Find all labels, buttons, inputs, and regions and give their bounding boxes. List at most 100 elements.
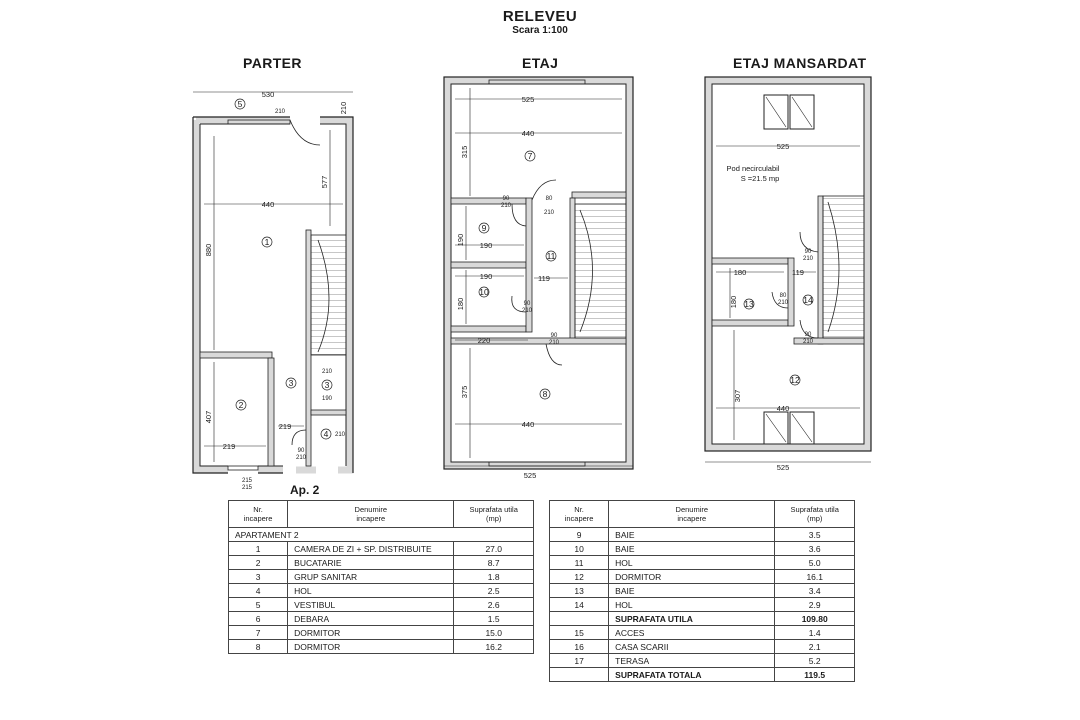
apartment-label: Ap. 2 xyxy=(290,483,320,497)
dim-mans-door12: 90 xyxy=(805,332,812,338)
mansarda-labels: 525 Pod necirculabil S =21.5 mp 180 119 … xyxy=(727,142,814,472)
dim-baie10-w: 190 xyxy=(480,272,493,281)
room-12: 12 xyxy=(790,375,800,385)
cell-nr: 14 xyxy=(548,597,610,612)
cell-name: TERASA xyxy=(608,653,776,668)
dim-room7-w: 440 xyxy=(522,129,535,138)
cell-area: 3.4 xyxy=(774,583,855,598)
room-3: 3 xyxy=(289,378,294,388)
cell-name: BAIE xyxy=(608,527,776,542)
dim-parter-lower: 407 xyxy=(204,411,213,424)
dim-etaj-door9: 90 xyxy=(503,196,510,202)
room-13: 13 xyxy=(744,299,754,309)
cell-nr: 17 xyxy=(548,653,610,668)
cell-name: CASA SCARII xyxy=(608,639,776,654)
floor-title-etaj: ETAJ xyxy=(522,55,559,71)
cell-area: 2.6 xyxy=(453,597,534,612)
cell-area: 8.7 xyxy=(453,555,534,570)
room-4: 4 xyxy=(324,429,329,439)
dim-hol: 219 xyxy=(279,422,292,431)
dim-room12-w: 440 xyxy=(777,404,790,413)
header-nr: Nr.incapere xyxy=(548,500,610,528)
cell-nr: 12 xyxy=(548,569,610,584)
cell-nr: 11 xyxy=(548,555,610,570)
cell-nr: 7 xyxy=(227,625,289,640)
floor-plans: 530 440 880 577 407 210 219 219 210 190 … xyxy=(192,76,872,491)
header-nr: Nr.incapere xyxy=(227,500,289,528)
cell-nr: 8 xyxy=(227,639,289,654)
cell-nr: 6 xyxy=(227,611,289,626)
dim-mansarda-inner: 525 xyxy=(777,142,790,151)
cell-area: 5.2 xyxy=(774,653,855,668)
room-1: 1 xyxy=(265,237,270,247)
dim-wc-h: 190 xyxy=(322,396,333,402)
dim-parter-topright: 210 xyxy=(339,102,348,115)
cell-area: 1.8 xyxy=(453,569,534,584)
cell-name: BUCATARIE xyxy=(287,555,455,570)
header-area: Suprafata utila(mp) xyxy=(774,500,855,528)
cell-name: HOL xyxy=(608,597,776,612)
cell-name: ACCES xyxy=(608,625,776,640)
pod-area: S =21.5 mp xyxy=(741,174,780,183)
total-label: SUPRAFATA TOTALA xyxy=(608,667,776,682)
dim-etaj-door10-h: 210 xyxy=(522,308,533,314)
header-area: Suprafata utila(mp) xyxy=(453,500,534,528)
total-area: 119.5 xyxy=(774,667,855,682)
dim-room7-h: 315 xyxy=(460,146,469,159)
cell-name: DORMITOR xyxy=(287,625,455,640)
cell-area: 2.9 xyxy=(774,597,855,612)
dim-baie13-h: 180 xyxy=(729,296,738,309)
cell-area: 15.0 xyxy=(453,625,534,640)
subtotal-area: 109.80 xyxy=(774,611,855,626)
table-group-row: APARTAMENT 2 xyxy=(228,527,534,542)
room-14: 14 xyxy=(803,295,813,305)
room-9: 9 xyxy=(482,223,487,233)
dim-door-h: 210 xyxy=(296,455,307,461)
room-5: 5 xyxy=(238,99,243,109)
cell-name: HOL xyxy=(287,583,455,598)
room-3b: 3 xyxy=(325,380,330,390)
dim-hol-door: 220 xyxy=(478,336,491,345)
cell-area: 16.1 xyxy=(774,569,855,584)
plan-mansarda xyxy=(704,76,872,463)
dim-parter-right: 577 xyxy=(320,176,329,189)
cell-area: 1.4 xyxy=(774,625,855,640)
dim-etaj-door8-h: 210 xyxy=(549,340,560,346)
cell-nr: 10 xyxy=(548,541,610,556)
dim-mans-door14-h: 210 xyxy=(803,256,814,262)
dim-room8-w: 440 xyxy=(522,420,535,429)
dim-etaj-door8: 90 xyxy=(551,333,558,339)
cell-nr: 4 xyxy=(227,583,289,598)
dim-parter-top: 530 xyxy=(262,90,275,99)
plan-parter xyxy=(192,91,354,474)
cell-area: 5.0 xyxy=(774,555,855,570)
dim-wc-w: 210 xyxy=(322,369,333,375)
room-2: 2 xyxy=(239,400,244,410)
cell-name: BAIE xyxy=(608,541,776,556)
cell-nr: 5 xyxy=(227,597,289,612)
cell-nr: 15 xyxy=(548,625,610,640)
cell-nr: 13 xyxy=(548,583,610,598)
cell-nr: 16 xyxy=(548,639,610,654)
cell-name: DEBARA xyxy=(287,611,455,626)
room-7: 7 xyxy=(528,151,533,161)
cell-nr: 9 xyxy=(548,527,610,542)
dim-parter-left: 880 xyxy=(204,244,213,257)
dim-parter-inner: 440 xyxy=(262,200,275,209)
room-8: 8 xyxy=(543,389,548,399)
